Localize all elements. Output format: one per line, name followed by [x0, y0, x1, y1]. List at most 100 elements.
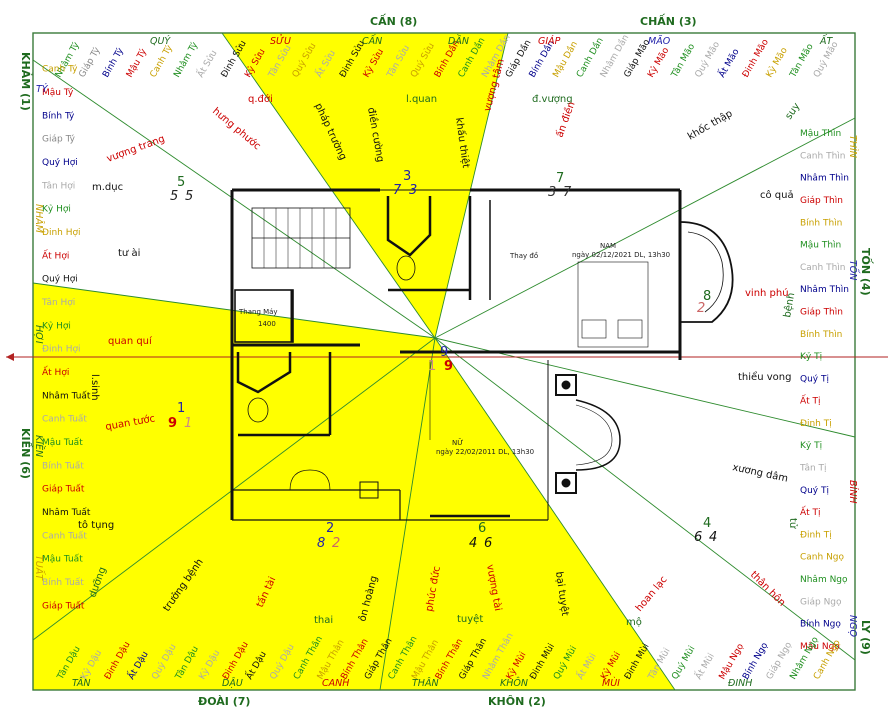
yellow-sector-kien — [33, 283, 675, 690]
right-stem-label: Quý Tị — [800, 486, 829, 496]
star-hung-phuoc: hưng phước — [210, 105, 263, 152]
right-stem-label: Bính Ngọ — [800, 620, 841, 630]
floor-plan — [230, 188, 734, 521]
elevator-size: 1400 — [258, 320, 276, 328]
svg-text:6: 6 — [484, 536, 492, 551]
svg-text:1: 1 — [428, 359, 436, 374]
star-thieu-vong: thiểu vong — [738, 370, 791, 383]
svg-text:8: 8 — [317, 536, 325, 551]
svg-text:2: 2 — [326, 521, 334, 536]
svg-text:9: 9 — [444, 359, 453, 374]
star-tu-ai: tư ài — [118, 247, 140, 259]
direction-kien: KIỀN (6) — [19, 428, 33, 479]
right-stem-label: Ất Tị — [800, 506, 821, 518]
svg-text:2: 2 — [697, 301, 705, 316]
mountain-giap: GIÁP — [538, 35, 561, 47]
svg-text:8: 8 — [703, 289, 711, 304]
direction-ly: LY (9) — [859, 620, 872, 655]
left-stem-label: Kỷ Hợi — [42, 321, 71, 331]
mountain-tuat: TUẤT — [33, 555, 45, 581]
right-stem-label: Canh Ngọ — [800, 553, 845, 563]
svg-text:9: 9 — [440, 345, 448, 360]
svg-text:1: 1 — [184, 416, 192, 431]
top-stem-label: Kỷ Mão — [765, 46, 790, 80]
left-stem-label: Mậu Tý — [42, 88, 74, 98]
palace-khon: 6 4 6 — [469, 521, 492, 551]
nam-title: NAM — [600, 242, 616, 250]
top-stem-label: Ất Mão — [716, 46, 742, 80]
svg-text:4: 4 — [703, 516, 711, 531]
mountain-kien: KIỀN — [33, 435, 45, 457]
left-stem-label: Mậu Tuất — [42, 554, 83, 565]
svg-text:6: 6 — [478, 521, 486, 536]
top-stem-label: Giáp Tý — [77, 45, 102, 79]
svg-text:1: 1 — [177, 401, 185, 416]
yellow-sector-can — [222, 33, 508, 338]
mountain-suu: SỬU — [270, 35, 291, 47]
star-l-quan: l.quan — [406, 94, 437, 105]
direction-chan: CHẤN (3) — [640, 13, 697, 28]
svg-text:9: 9 — [168, 416, 177, 431]
direction-kham: KHẢM (1) — [19, 52, 33, 111]
room-thay-do: Thay đồ — [509, 252, 538, 260]
palace-doai: 2 8 2 — [317, 521, 340, 551]
direction-can: CẤN (8) — [370, 13, 417, 28]
left-stem-label: Mậu Tuất — [42, 437, 83, 448]
nu-title: NỮ — [452, 438, 463, 447]
right-stem-label: Giáp Thìn — [800, 307, 843, 317]
palace-kham: 5 5 5 — [170, 175, 193, 204]
mountain-nham: NHÂM — [33, 204, 45, 233]
star-hoan-lac: hoan lạc — [634, 574, 670, 614]
right-stem-label: Kỷ Tị — [800, 352, 822, 362]
star-benh: bệnh — [781, 292, 797, 319]
left-stem-label: Canh Tuất — [42, 414, 87, 425]
left-stem-label: Giáp Tý — [42, 135, 76, 145]
left-stem-label: Giáp Tuất — [42, 600, 85, 611]
right-stem-label: Canh Thìn — [800, 151, 845, 161]
top-stem-label: Kỷ Mão — [646, 46, 671, 80]
right-stem-label: Nhâm Ngọ — [800, 575, 848, 585]
right-stem-label: Mậu Ngọ — [800, 642, 840, 652]
nam-date: ngày 02/12/2021 DL, 13h30 — [572, 251, 670, 259]
right-stem-label: Mậu Thìn — [800, 241, 841, 251]
star-suy: suy — [783, 101, 802, 122]
thang-may: Thang Máy — [238, 308, 278, 316]
right-stem-label: Mậu Thìn — [800, 129, 841, 139]
mountain-tan: TÂN — [72, 677, 91, 689]
mountain-canh: CANH — [322, 678, 349, 689]
svg-text:5: 5 — [185, 189, 193, 204]
mountain-than: THÂN — [412, 677, 439, 689]
palace-ly: 4 6 4 — [694, 516, 717, 545]
svg-text:3: 3 — [548, 185, 556, 200]
right-stem-label: Bính Thìn — [800, 330, 842, 340]
mountain-dau: DẬU — [222, 678, 243, 689]
mountain-ty: TÝ — [36, 83, 49, 95]
star-vuong-trang: vượng trang — [105, 134, 166, 165]
right-stem-label: Giáp Ngọ — [800, 597, 842, 607]
star-xuong-dam: xương dâm — [731, 461, 789, 484]
svg-text:6: 6 — [694, 530, 702, 545]
left-stem-label: Nhâm Tuất — [42, 390, 91, 401]
left-stem-label: Canh Tuất — [42, 530, 87, 541]
mountain-khon: KHÔN — [500, 677, 528, 689]
svg-text:7: 7 — [556, 171, 564, 186]
star-than-hon: thân hôn — [748, 569, 788, 609]
left-stem-label: Tân Hợi — [41, 298, 75, 308]
svg-text:5: 5 — [170, 189, 178, 204]
left-stem-label: Kỷ Hợi — [42, 205, 71, 215]
palace-numbers: 3 7 3 7 3 7 5 5 5 1 9 1 9 1 9 2 8 2 — [168, 169, 717, 551]
palace-kien: 1 9 1 — [168, 401, 192, 431]
star-d-vuong: đ.vượng — [532, 94, 573, 105]
star-l-sinh: l.sinh — [89, 374, 100, 401]
palace-chan: 7 3 7 — [548, 171, 572, 200]
svg-text:3: 3 — [409, 183, 417, 198]
nu-date: ngày 22/02/2011 DL, 13h30 — [436, 448, 534, 456]
svg-text:7: 7 — [563, 185, 572, 200]
right-stem-label: Bính Thìn — [800, 218, 842, 228]
star-tu: tử — [787, 518, 799, 529]
left-stem-label: Bính Tuất — [42, 577, 84, 588]
star-khoc-thap: khốc thập — [686, 107, 735, 142]
right-stem-label: Giáp Thìn — [800, 196, 843, 206]
